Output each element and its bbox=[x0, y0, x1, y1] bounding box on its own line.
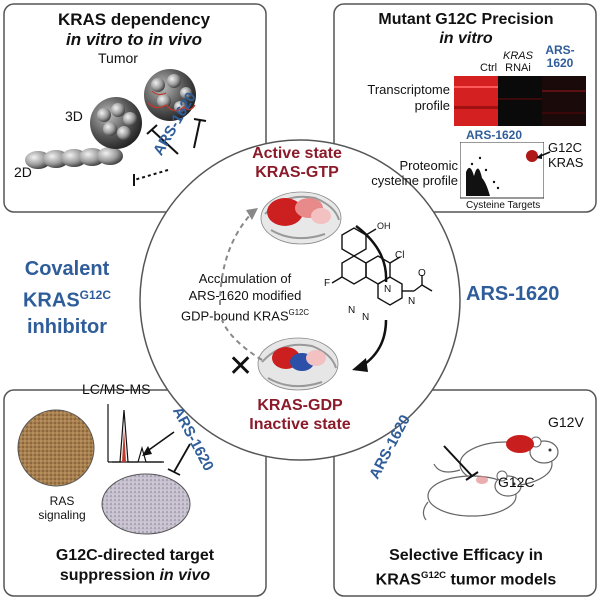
solid-arc-upper bbox=[355, 225, 388, 283]
kras-dependency-illustration bbox=[25, 69, 196, 169]
mouse-g12v bbox=[433, 435, 559, 487]
ctrl-column-label: Ctrl bbox=[480, 62, 498, 74]
title-line1: Mutant G12C Precision bbox=[378, 11, 554, 28]
kras-gtp-protein bbox=[260, 191, 342, 245]
g12c-kras-label: G12C KRAS bbox=[548, 140, 584, 170]
g12v-tumor bbox=[506, 435, 534, 453]
ars-1620-structure bbox=[331, 227, 433, 306]
mouse-models-illustration bbox=[422, 435, 559, 521]
center-circle bbox=[139, 139, 461, 461]
kras-rnai-column-label: KRAS RNAi bbox=[503, 50, 533, 74]
target-suppression-illustration bbox=[17, 404, 191, 535]
proteomic-ars-label: ARS-1620 bbox=[466, 128, 523, 142]
heatmap-ars bbox=[542, 76, 586, 126]
chem-f: F bbox=[324, 278, 331, 289]
transcriptome-heatmap bbox=[454, 76, 586, 126]
ars-column-label: ARS- 1620 bbox=[545, 43, 575, 70]
proteomic-scatter bbox=[460, 142, 544, 199]
inactive-state-label: KRAS-GDP Inactive state bbox=[249, 397, 351, 433]
proteomic-label: Proteomic cysteine profile bbox=[371, 158, 458, 188]
mouse-g12c bbox=[422, 470, 522, 521]
g12v-label: G12V bbox=[548, 414, 584, 430]
inhibition-marks-top-left bbox=[133, 118, 207, 186]
chem-n3: N bbox=[384, 284, 392, 295]
lcms-label: LC/MS-MS bbox=[82, 381, 151, 397]
chem-o: O bbox=[418, 268, 426, 279]
ihc-low-image bbox=[101, 473, 191, 535]
chem-n2: N bbox=[362, 312, 370, 323]
title-line2: in vitro to in vivo bbox=[65, 30, 202, 49]
chem-n4: N bbox=[408, 296, 416, 307]
lcms-peaks bbox=[112, 409, 162, 463]
g12c-arrow bbox=[536, 151, 551, 159]
selective-efficacy-title: Selective Efficacy in KRASG12C tumor mod… bbox=[375, 547, 557, 589]
ras-signaling-label: RAS signaling bbox=[38, 494, 86, 522]
mutant-precision-title: Mutant G12C Precision in vitro bbox=[338, 10, 594, 48]
heatmap-ctrl bbox=[454, 76, 498, 126]
active-state-label: Active state KRAS-GTP bbox=[252, 145, 342, 181]
g12c-label: G12C bbox=[498, 474, 535, 490]
g12c-tumor bbox=[476, 476, 488, 484]
chem-cl: Cl bbox=[395, 250, 405, 261]
tumor-label: Tumor bbox=[98, 50, 138, 66]
ihc-high-image bbox=[17, 409, 95, 487]
ars-1620-right-label: ARS-1620 bbox=[466, 283, 560, 305]
covalent-inhibitor-label: Covalent KRASG12C inhibitor bbox=[22, 258, 112, 338]
title-line2: in vitro bbox=[439, 30, 493, 47]
tumor-mass bbox=[144, 69, 196, 121]
kras-gdp-protein bbox=[257, 337, 339, 391]
kras-dependency-title: KRAS dependency in vitro to in vivo bbox=[14, 10, 254, 50]
chem-n1: N bbox=[348, 305, 356, 316]
three-d-label: 3D bbox=[65, 108, 83, 124]
activation-cycle-arrows bbox=[219, 208, 388, 372]
title-line1: KRAS dependency bbox=[57, 10, 211, 29]
transcriptome-label: Transcriptome profile bbox=[367, 82, 450, 113]
g12c-kras-point bbox=[526, 150, 538, 162]
heatmap-rnai bbox=[498, 76, 542, 126]
cysteine-targets-label: Cysteine Targets bbox=[466, 200, 541, 211]
dashed-arc-upper bbox=[219, 214, 251, 306]
three-d-spheroid bbox=[90, 97, 142, 149]
two-d-label: 2D bbox=[14, 164, 32, 180]
target-suppression-title: G12C-directed target suppression in vivo bbox=[55, 547, 215, 584]
chem-oh: OH bbox=[377, 221, 391, 231]
two-d-cells bbox=[25, 147, 123, 169]
block-x-mark: ✕ bbox=[228, 350, 254, 383]
